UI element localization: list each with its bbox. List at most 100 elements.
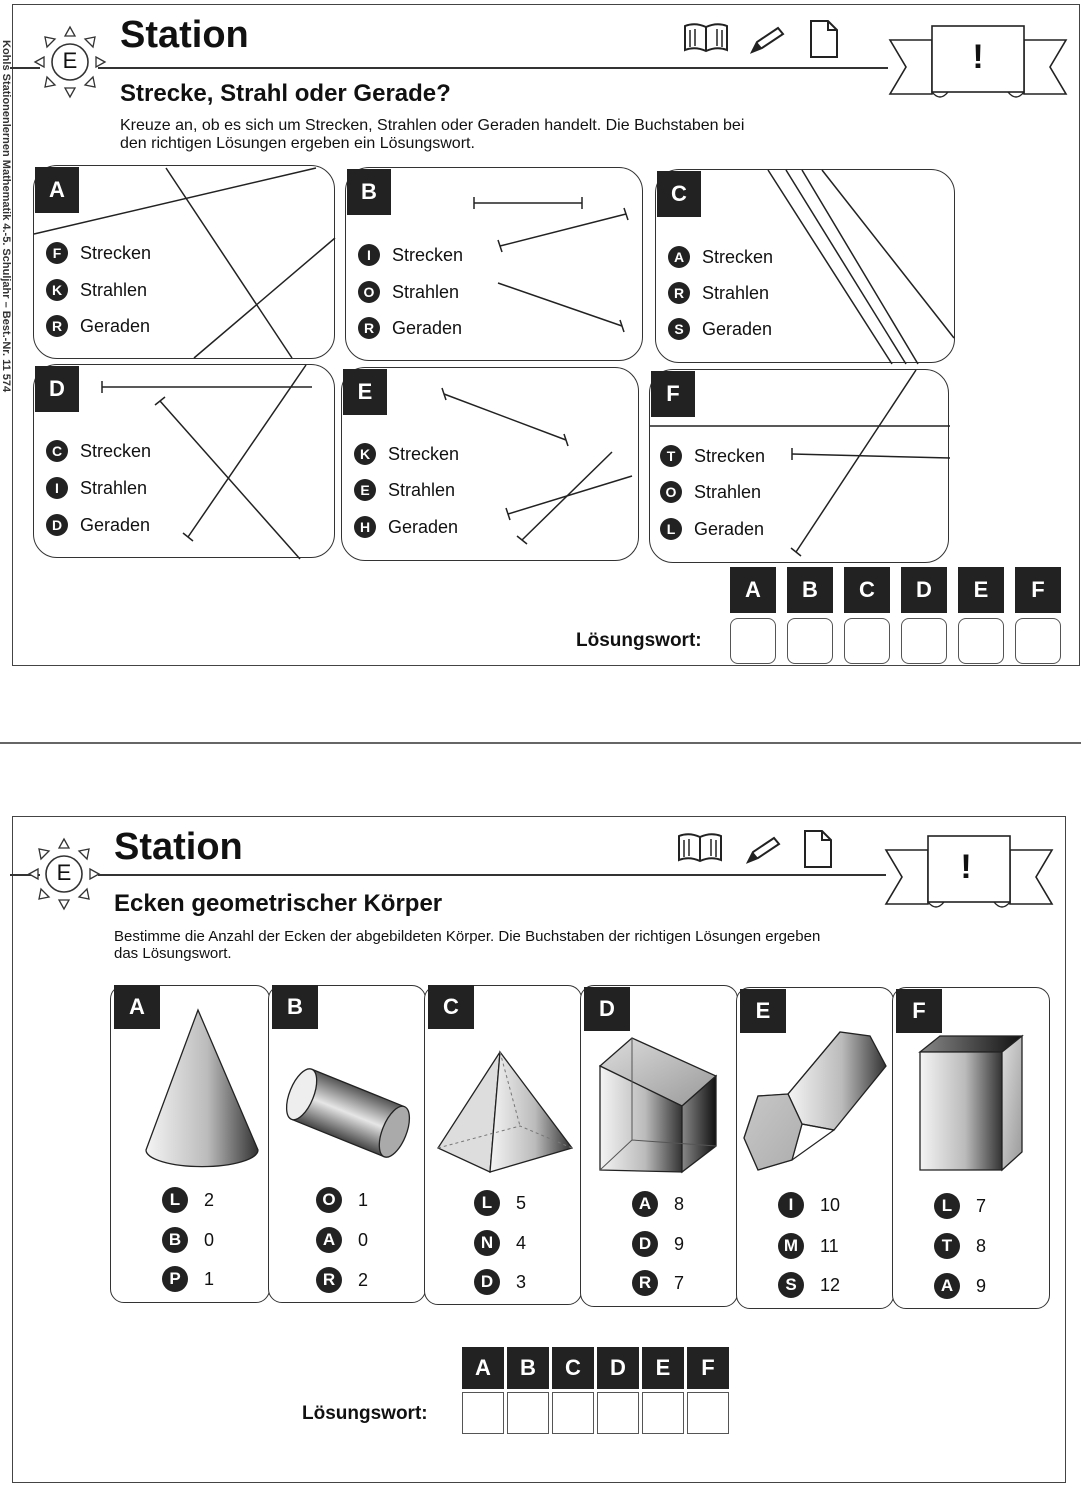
panel-e bbox=[341, 367, 639, 561]
panel-tag-c: C bbox=[657, 171, 701, 217]
solution-letter: E bbox=[958, 567, 1004, 613]
solution-letter: A bbox=[730, 567, 776, 613]
solution-input-box[interactable] bbox=[687, 1392, 729, 1434]
station-sun-icon bbox=[33, 25, 107, 99]
option-value: 7 bbox=[674, 1272, 685, 1293]
station-badge-letter: E bbox=[62, 48, 78, 73]
solution-input-box[interactable] bbox=[730, 618, 776, 664]
solution-letter: B bbox=[507, 1347, 549, 1389]
option-row[interactable]: C Strecken bbox=[46, 440, 151, 462]
solution-input-box[interactable] bbox=[1015, 618, 1061, 664]
option-letter: D bbox=[474, 1269, 500, 1295]
option-label: Geraden bbox=[694, 518, 765, 539]
option-row[interactable]: S Geraden bbox=[668, 318, 772, 340]
option-label: Strecken bbox=[702, 246, 774, 267]
solution-input-box[interactable] bbox=[958, 618, 1004, 664]
solution-input-box[interactable] bbox=[597, 1392, 639, 1434]
option-row[interactable]: R Geraden bbox=[358, 317, 462, 339]
station-sun-icon bbox=[27, 837, 101, 911]
option-letter: R bbox=[358, 317, 380, 339]
option-letter: O bbox=[660, 481, 682, 503]
header-rule-left bbox=[10, 67, 40, 69]
option-letter: S bbox=[668, 318, 690, 340]
solution-input-box[interactable] bbox=[552, 1392, 594, 1434]
solution-label: Lösungswort: bbox=[302, 1403, 428, 1424]
option-letter: S bbox=[778, 1272, 804, 1298]
solution-input-box[interactable] bbox=[844, 618, 890, 664]
option-value: 8 bbox=[674, 1193, 685, 1214]
panel-tag-d: D bbox=[35, 366, 79, 412]
banner-exclamation: ! bbox=[960, 848, 972, 886]
option-letter: D bbox=[632, 1231, 658, 1257]
solution-input-box[interactable] bbox=[507, 1392, 549, 1434]
solution-letter: C bbox=[844, 567, 890, 613]
option-label: Geraden bbox=[392, 317, 463, 338]
instruction-line-1: Bestimme die Anzahl der Ecken der abgebi… bbox=[114, 928, 821, 945]
panel-tag-e: E bbox=[740, 989, 786, 1033]
option-value: 4 bbox=[516, 1232, 527, 1253]
option-letter: O bbox=[358, 281, 380, 303]
solution-input-box[interactable] bbox=[787, 618, 833, 664]
option-label: Strecken bbox=[80, 440, 152, 461]
instruction-line-2: das Lösungswort. bbox=[114, 945, 232, 962]
panel-a bbox=[33, 165, 336, 359]
solution-letter: F bbox=[687, 1347, 729, 1389]
option-value: 11 bbox=[820, 1235, 839, 1256]
solution-input-box[interactable] bbox=[901, 618, 947, 664]
page-title: Station bbox=[120, 14, 249, 56]
solution-input-box[interactable] bbox=[462, 1392, 504, 1434]
page-title: Station bbox=[114, 826, 243, 868]
option-label: Geraden bbox=[702, 318, 773, 339]
panel-c bbox=[655, 169, 955, 365]
solution-input-box[interactable] bbox=[642, 1392, 684, 1434]
panel-tag-a: A bbox=[35, 167, 79, 213]
solution-letter: E bbox=[642, 1347, 684, 1389]
lines-figure-c bbox=[767, 169, 955, 365]
solution-letter: D bbox=[901, 567, 947, 613]
book-icon bbox=[678, 833, 722, 863]
cut-line bbox=[0, 742, 1081, 744]
option-row[interactable]: S 12 bbox=[778, 1272, 840, 1298]
panel-d bbox=[33, 364, 335, 560]
option-value: 9 bbox=[674, 1233, 685, 1254]
option-letter: A bbox=[934, 1273, 960, 1299]
option-letter: C bbox=[46, 440, 68, 462]
option-label: Strahlen bbox=[388, 479, 456, 500]
option-letter: N bbox=[474, 1230, 500, 1256]
option-value: 12 bbox=[820, 1274, 841, 1295]
option-letter: D bbox=[46, 514, 68, 536]
banner-ribbon-icon bbox=[884, 835, 1054, 908]
